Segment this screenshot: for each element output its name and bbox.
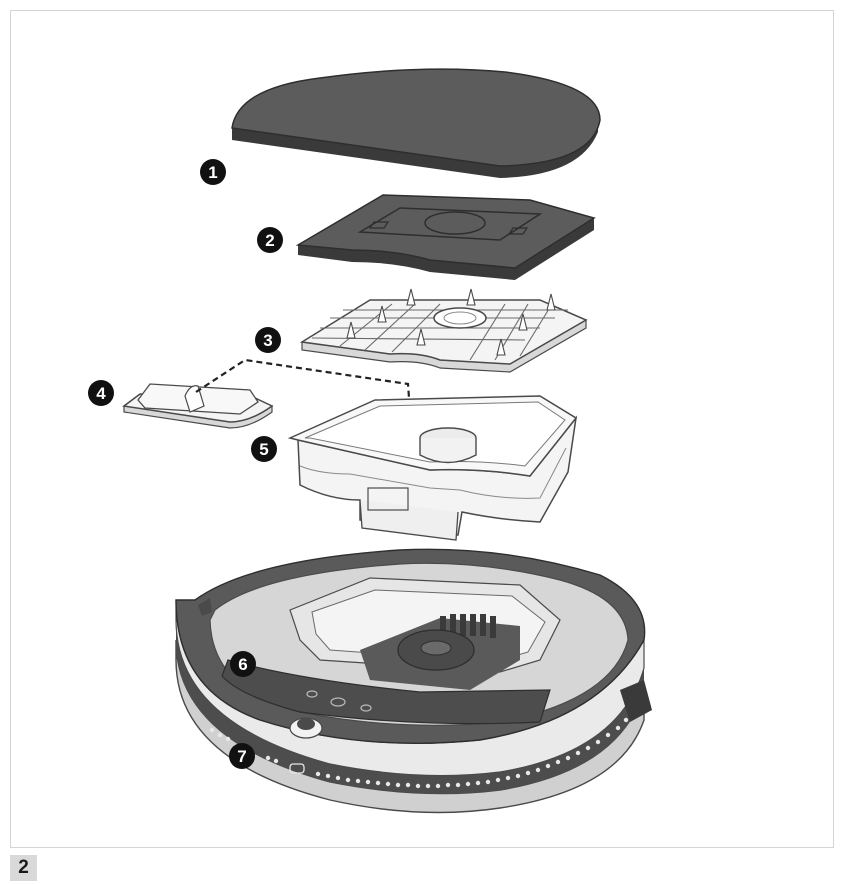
part-grid-filter	[299, 288, 588, 373]
part-small-piece	[122, 383, 274, 429]
svg-text:3: 3	[263, 331, 272, 350]
callout-5: 5	[251, 436, 277, 462]
callout-3: 3	[255, 327, 281, 353]
robot-base	[175, 548, 652, 814]
motor-assembly	[360, 614, 520, 690]
svg-text:1: 1	[208, 163, 217, 182]
svg-text:2: 2	[265, 231, 274, 250]
figure-number-label: 2	[10, 855, 37, 881]
part-filter-cover	[295, 194, 596, 280]
svg-text:4: 4	[96, 384, 106, 403]
svg-text:6: 6	[238, 655, 247, 674]
sensor-strip	[209, 717, 629, 789]
control-panel	[221, 659, 551, 725]
callout-7: 7	[229, 743, 255, 769]
part-top-cover	[231, 68, 601, 178]
callout-6: 6	[230, 651, 256, 677]
callout-4: 4	[88, 380, 114, 406]
callout-1: 1	[200, 159, 226, 185]
part-dustbin	[287, 395, 578, 541]
svg-text:7: 7	[237, 747, 246, 766]
svg-text:5: 5	[259, 440, 268, 459]
callout-2: 2	[257, 227, 283, 253]
front-button	[289, 717, 323, 739]
